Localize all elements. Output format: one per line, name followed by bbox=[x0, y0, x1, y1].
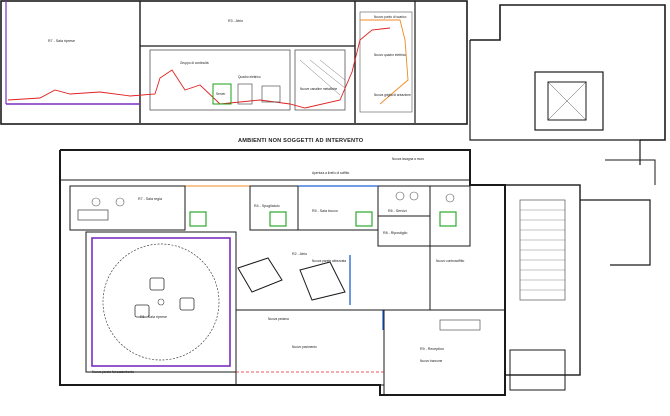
note-right: Nuovo controsoffitto bbox=[436, 259, 465, 263]
upper-note-griglia: Nuova griglia di areazione bbox=[374, 93, 411, 97]
upper-label-quadro: Quadro elettrico bbox=[238, 75, 261, 79]
set-circle bbox=[102, 243, 220, 361]
sala-riprese-outline bbox=[91, 237, 231, 367]
room-sala-regia: R7 - Sala regia bbox=[138, 197, 162, 201]
room-ripostiglio: R8 - Ripostiglio bbox=[383, 231, 407, 235]
room-sala-riprese: R1 - Sala riprese bbox=[140, 315, 167, 319]
upper-note-quadro: Nuovo quadro elettrico bbox=[374, 53, 406, 57]
banner-text: AMBIENTI NON SOGGETTI AD INTERVENTO bbox=[238, 138, 364, 144]
upper-room-sala-riprese: R7 - Sala riprese bbox=[48, 39, 75, 43]
upper-plan: R7 - Sala riprese R3 - Atrio Gruppo di c… bbox=[0, 0, 468, 125]
upper-note-canaline: Nuove canaline metalliche bbox=[300, 87, 337, 91]
note-top-right: Nuova lavagna a muro bbox=[392, 157, 424, 161]
room-servizi: R6 - Servizi bbox=[388, 209, 407, 213]
lift-shaft bbox=[547, 81, 587, 121]
note-reception: Nuovo bancone bbox=[420, 359, 443, 363]
room-sala-trucco: R5 - Sala trucco bbox=[312, 209, 338, 213]
upper-note-scarico: Nuovo punto di scarico bbox=[374, 15, 407, 19]
room-atrio: R2 - Atrio bbox=[292, 252, 307, 256]
lower-plan: R7 - Sala regia R4 - Spogliatoio R5 - Sa… bbox=[59, 149, 506, 396]
upper-room-atrio: R3 - Atrio bbox=[228, 19, 243, 23]
note-top-centre: Apertura a livello di soffitto bbox=[312, 171, 350, 175]
upper-cable-route bbox=[7, 27, 391, 109]
upper-frame bbox=[0, 0, 468, 125]
upper-label-server: Server bbox=[216, 92, 226, 96]
note-left: Nuova parete fonoassorbente bbox=[92, 370, 134, 374]
stair-core bbox=[469, 4, 666, 391]
upper-label-ups: Gruppo di continuità bbox=[180, 61, 209, 65]
note-bottom: Nuova pedana bbox=[268, 317, 289, 321]
room-reception: R9 - Reception bbox=[420, 347, 444, 351]
note-bottom-centre: Nuovo pavimento bbox=[292, 345, 317, 349]
room-spogliatoio: R4 - Spogliatoio bbox=[254, 204, 280, 208]
note-mid: Nuova parete attrezzata bbox=[312, 259, 346, 263]
